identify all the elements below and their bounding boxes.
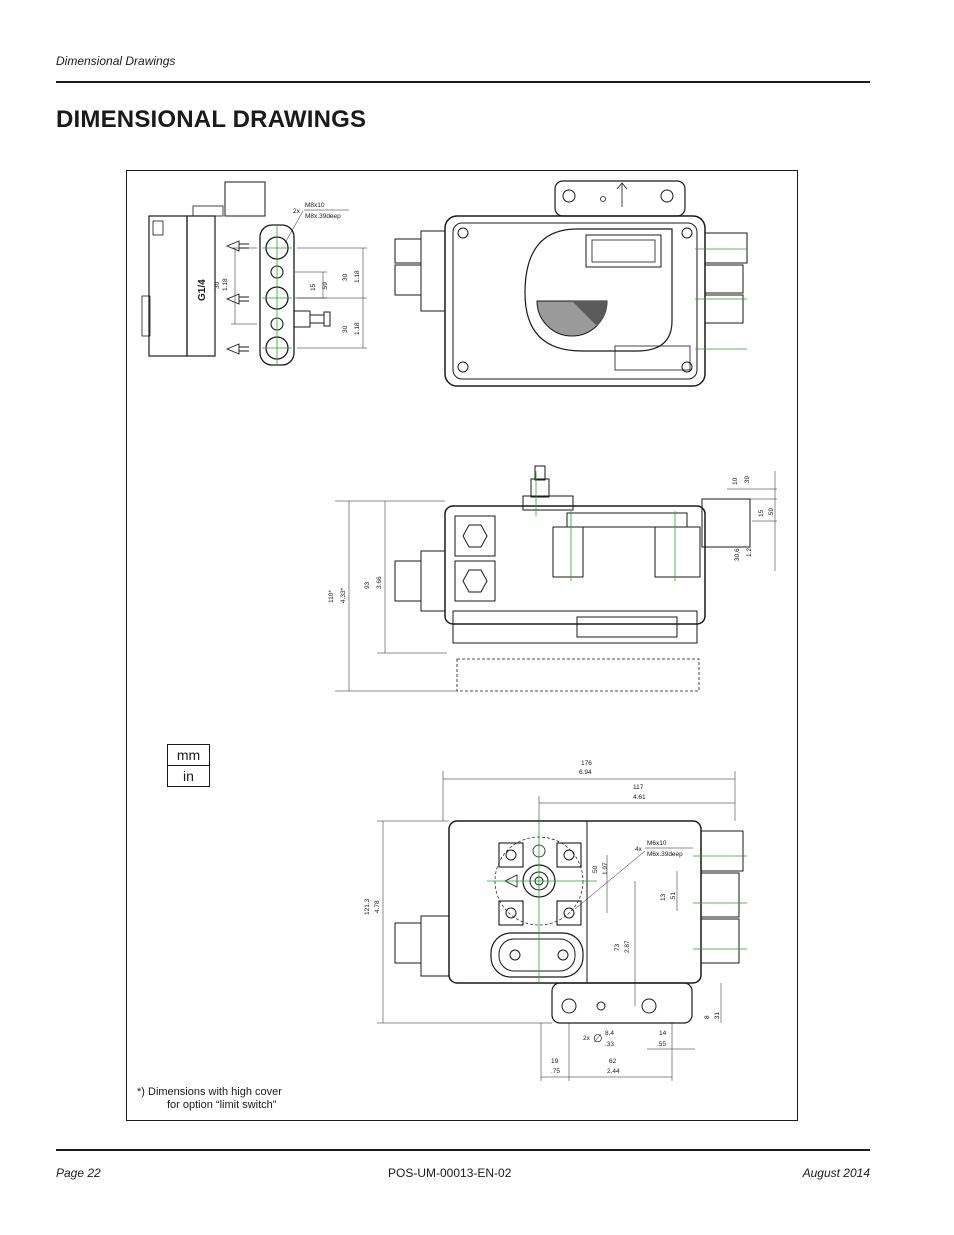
bottom-view: 176 6.94 117 4.61 121.3 4.78 4x M6x10 M6…	[364, 760, 747, 1081]
dim-1213-mm: 121.3	[364, 898, 371, 915]
dim-10-mm: 10	[732, 477, 739, 485]
dim-13-mm: 13	[660, 893, 667, 901]
dim-93-mm: 93	[364, 581, 371, 589]
dim-306-mm: 30,6	[734, 548, 741, 561]
dim-50-in: 1.97	[602, 862, 609, 875]
dim-15-in: .59	[768, 508, 775, 517]
dim-176-mm: 176	[581, 760, 592, 767]
page-title: DIMENSIONAL DRAWINGS	[56, 106, 367, 133]
dim-84-mm: 8,4	[605, 1030, 614, 1037]
footnote-line2: for option “limit switch”	[167, 1099, 277, 1111]
dim-117-in: 4.61	[633, 794, 646, 801]
hole-symbol: ∅	[593, 1033, 603, 1045]
header-rule	[56, 81, 870, 83]
dim-30-upper-in: 1.18	[354, 270, 361, 283]
dim-15-in: .59	[322, 282, 329, 291]
thread-count: 4x	[635, 846, 643, 853]
dim-30-in: 1.18	[222, 278, 229, 291]
footnote-line1: *) Dimensions with high cover	[137, 1086, 282, 1098]
dim-8-in: .31	[714, 1012, 721, 1021]
unit-legend: mm in	[167, 744, 210, 787]
footnote: *) Dimensions with high cover for option…	[137, 1086, 282, 1112]
dim-117-mm: 117	[633, 784, 644, 791]
dim-8-mm: 8	[704, 1015, 711, 1019]
drawing-frame: G1/4 2x M8x10 M8x.39deep 30 1.18 15 .59 …	[126, 170, 798, 1121]
side-view: G1/4 2x M8x10 M8x.39deep 30 1.18 15 .59 …	[141, 181, 367, 366]
thread-count: 2x	[293, 208, 301, 215]
running-header: Dimensional Drawings	[56, 54, 176, 68]
dim-176-in: 6.94	[579, 769, 592, 776]
thread-mm: M8x10	[305, 202, 325, 209]
dim-306-in: 1.2	[746, 548, 753, 557]
dim-62-mm: 62	[609, 1058, 617, 1065]
footer-rule	[56, 1149, 870, 1151]
dim-62-in: 2.44	[607, 1068, 620, 1075]
dim-93-in: 3.66	[376, 576, 383, 589]
dim-19-mm: 19	[551, 1058, 559, 1065]
dim-30-lower-in: 1.18	[354, 322, 361, 335]
dim-110-in: 4.33*	[340, 587, 347, 603]
dim-14-mm: 14	[659, 1030, 667, 1037]
dim-13-in: .51	[670, 892, 677, 901]
unit-mm: mm	[168, 745, 209, 766]
dim-10-in: .39	[744, 476, 751, 485]
dim-14-in: .55	[657, 1041, 666, 1048]
dim-1213-in: 4.78	[374, 900, 381, 913]
hole-count: 2x	[583, 1035, 591, 1042]
unit-in: in	[183, 768, 194, 784]
dim-50-mm: 50	[592, 865, 599, 873]
dim-84-in: .33	[605, 1041, 614, 1048]
dim-30-upper-mm: 30	[342, 273, 349, 281]
dim-73-mm: 73	[614, 943, 621, 951]
document-date: August 2014	[802, 1166, 870, 1180]
dim-15-mm: 15	[758, 509, 765, 517]
thread-in: M6x.39deep	[647, 851, 683, 858]
front-view: 110* 4.33* 93 3.66 10 .39 15 .59 30,6 1.…	[328, 465, 777, 692]
dim-30-mm: 30	[214, 281, 221, 289]
dim-73-in: 2.87	[624, 940, 631, 953]
dim-19-in: .75	[551, 1068, 560, 1075]
page-number: Page 22	[56, 1166, 101, 1180]
port-label: G1/4	[197, 279, 208, 301]
thread-in: M8x.39deep	[305, 213, 341, 220]
dim-110-mm: 110*	[328, 590, 335, 603]
document-id: POS-UM-00013-EN-02	[388, 1166, 512, 1180]
dim-30-lower-mm: 30	[342, 325, 349, 333]
thread-mm: M6x10	[647, 840, 667, 847]
top-view	[394, 180, 748, 387]
dimensional-drawing: G1/4 2x M8x10 M8x.39deep 30 1.18 15 .59 …	[141, 180, 777, 1081]
dim-15-mm: 15	[310, 283, 317, 291]
